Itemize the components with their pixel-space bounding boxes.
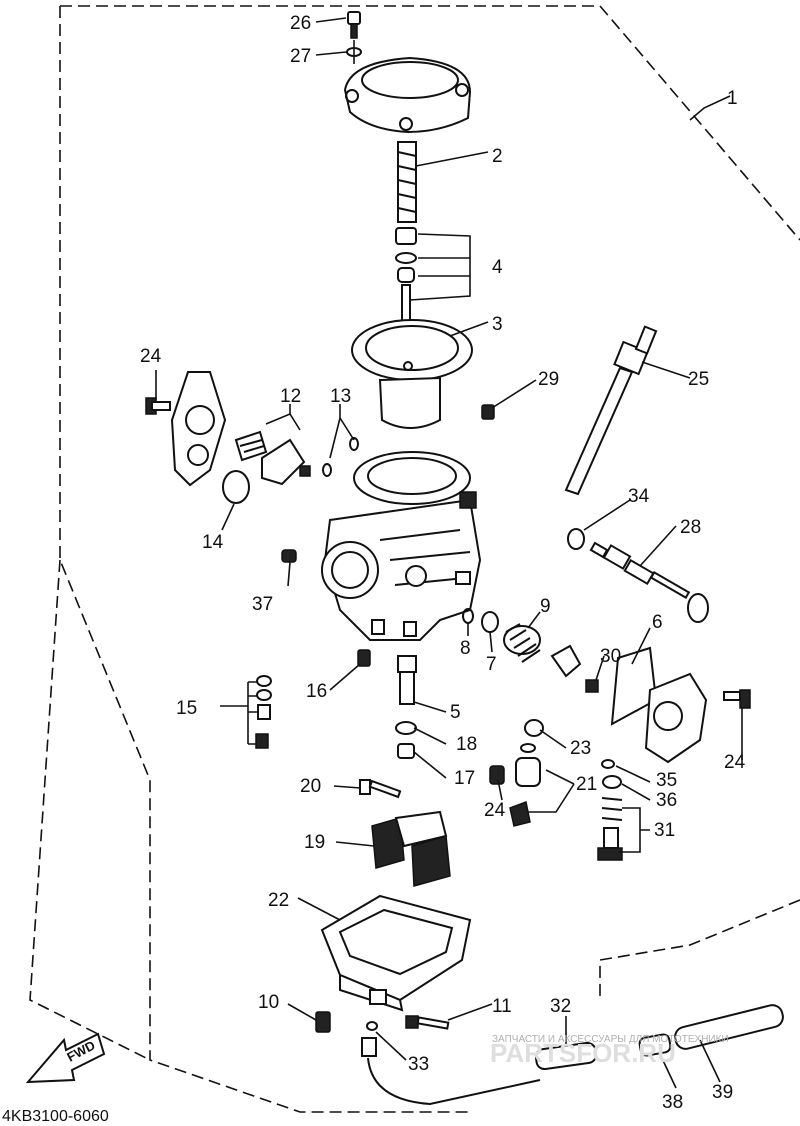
callout-6: 6 — [652, 612, 663, 633]
leader-lines — [155, 17, 743, 1089]
callout-10: 10 — [258, 992, 279, 1013]
carburetor-body — [321, 451, 482, 641]
spring-9 — [503, 623, 541, 663]
nut-38 — [281, 549, 297, 563]
callout-28: 27 — [290, 46, 311, 67]
callout-7: 7 — [486, 654, 497, 675]
ring-13b — [349, 437, 359, 451]
callout-31: 30 — [600, 646, 621, 667]
diagram-code: 4KB3100-6060 — [2, 1108, 109, 1125]
callout-34: 33 — [408, 1054, 429, 1075]
washer-21 — [520, 743, 536, 753]
callout-30: 29 — [538, 369, 559, 390]
callout-29: 28 — [680, 517, 701, 538]
hose-33 — [534, 1041, 598, 1071]
callout-5: 5 — [450, 702, 461, 723]
top-cover — [343, 56, 472, 134]
watermark-text: ЗАПЧАСТИ И АКСЕССУАРЫ ДЛЯ МОТОТЕХНИКИ — [492, 1034, 729, 1045]
callout-2: 2 — [492, 146, 503, 167]
callouts: 26 27 1 2 4 3 29 25 24 12 13 14 34 28 37… — [140, 13, 746, 1113]
screw-assembly-29 — [589, 541, 709, 623]
callout-25: 24 — [484, 800, 506, 821]
callout-12: 12 — [280, 386, 301, 407]
callout-32: 31 — [654, 820, 675, 841]
jet-16 — [357, 649, 371, 667]
screw-27 — [347, 11, 361, 39]
callout-20: 20 — [300, 776, 321, 797]
valve-21 — [509, 757, 541, 827]
bracket-31 — [550, 644, 599, 693]
float-19 — [371, 810, 451, 887]
callout-15: 15 — [176, 698, 197, 719]
callout-9: 9 — [540, 596, 551, 617]
ring-7 — [481, 611, 499, 633]
bracket-24-left — [145, 371, 227, 487]
callout-38: 37 — [252, 594, 273, 615]
washer-18 — [395, 721, 417, 735]
float-chamber-22 — [320, 894, 472, 1012]
hose-40 — [674, 1004, 784, 1050]
callout-19: 19 — [304, 832, 325, 853]
callout-13: 13 — [330, 386, 351, 407]
callout-22: 22 — [268, 890, 289, 911]
callout-11: 11 — [492, 996, 512, 1017]
screw-20 — [359, 779, 402, 799]
ring-36 — [601, 759, 615, 769]
assembly-boundary — [59, 5, 800, 1113]
washer-37 — [602, 775, 622, 789]
callout-14: 14 — [202, 532, 224, 553]
screw-10 — [315, 1011, 331, 1033]
callout-21: 21 — [576, 774, 597, 795]
part-23 — [524, 719, 544, 737]
fwd-arrow-icon — [25, 1032, 106, 1084]
callout-16: 16 — [306, 681, 327, 702]
callout-1: 1 — [727, 88, 738, 109]
callout-8: 8 — [460, 638, 471, 659]
fitting-34 — [361, 1021, 541, 1106]
callout-27: 26 — [290, 13, 311, 34]
callout-36: 35 — [656, 770, 677, 791]
callout-40: 39 — [712, 1082, 733, 1103]
callout-17: 17 — [454, 768, 475, 789]
diaphragm-3 — [351, 319, 473, 429]
watermark-logo: PARTSFOR.RU — [490, 1038, 676, 1068]
callout-4: 4 — [492, 257, 503, 278]
spring-2 — [397, 141, 417, 223]
jet-25 — [489, 765, 505, 785]
connector-39 — [638, 1033, 672, 1057]
tube-26 — [564, 325, 658, 496]
cover-6 — [610, 646, 751, 764]
ring-13a — [322, 463, 332, 477]
needle-jet-5 — [397, 655, 417, 705]
callout-35: 34 — [628, 486, 650, 507]
callout-39: 38 — [662, 1092, 683, 1113]
callout-23: 23 — [570, 738, 591, 759]
o-ring-14 — [222, 470, 250, 504]
set-15 — [255, 675, 272, 749]
assembly-boundary-left — [29, 559, 151, 1061]
part-12 — [234, 430, 311, 486]
callout-18: 18 — [456, 734, 477, 755]
jet-30 — [481, 404, 495, 420]
callout-24-left: 24 — [140, 346, 162, 367]
callout-26: 25 — [688, 369, 709, 390]
o-ring-35 — [567, 528, 585, 550]
callout-37: 36 — [656, 790, 677, 811]
callout-24-right: 24 — [724, 752, 746, 773]
callout-33: 32 — [550, 996, 571, 1017]
callout-3: 3 — [492, 314, 503, 335]
screw-11 — [405, 1015, 450, 1030]
screw-spring-32 — [597, 797, 623, 861]
jet-17 — [397, 743, 415, 759]
